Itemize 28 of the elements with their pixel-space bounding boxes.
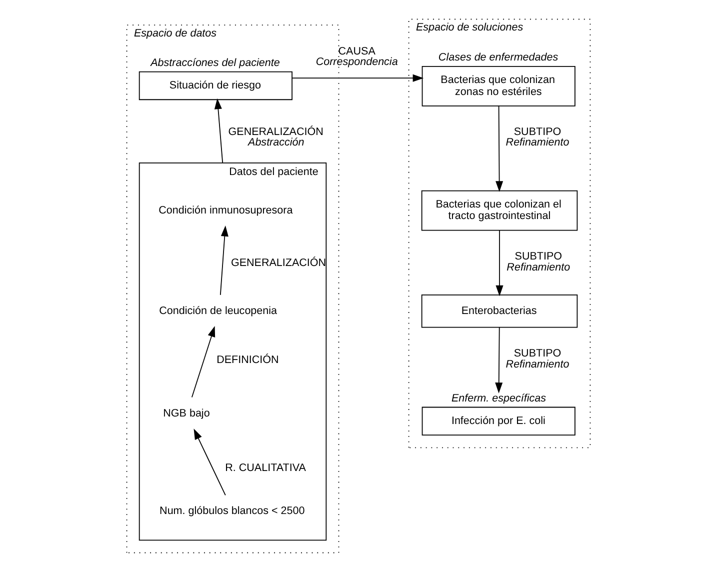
node-text: NGB bajo xyxy=(163,407,210,420)
arrow xyxy=(292,74,424,82)
node-text: Condición inmunosupresora xyxy=(158,204,293,216)
edge-label: DEFINICIÓN xyxy=(216,354,279,366)
node-box: Bacterias que colonizan zonas no estériles xyxy=(422,66,576,106)
node-box: Enterobacterias xyxy=(421,294,578,328)
edge-label: GENERALIZACIÓN xyxy=(230,256,326,269)
arrow xyxy=(496,105,504,192)
node-box: Infección por E. coli xyxy=(422,406,576,436)
edge-label: GENERALIZACIÓN Abstracción xyxy=(228,126,324,149)
arrow xyxy=(191,326,216,398)
node-label: Enferm. específicas xyxy=(451,392,546,404)
edge-label: CAUSA Correspondencia xyxy=(316,45,398,68)
edge-label: SUBTIPO Refinamiento xyxy=(506,250,570,274)
node-label: Abstraccíones del paciente xyxy=(150,57,280,70)
node-text: Num. glóbulos blancos < 2500 xyxy=(160,505,305,518)
arrow xyxy=(214,98,224,164)
node-box: Bacterias que colonizan el tracto gastrointestinal xyxy=(421,190,578,231)
node-box: Situación de riesgo xyxy=(138,71,292,100)
edge-label: SUBTIPO Refinamiento xyxy=(506,348,570,370)
arrow xyxy=(194,428,226,496)
arrow xyxy=(495,326,503,394)
node-text: Condición de leucopenia xyxy=(159,304,278,317)
edge-label: R. CUALITATIVA xyxy=(225,462,306,474)
arrow xyxy=(220,226,228,296)
arrow xyxy=(496,230,504,296)
edge-label: SUBTIPO Refinamiento xyxy=(506,126,570,149)
node-label: Clases de enfermedades xyxy=(438,52,558,64)
